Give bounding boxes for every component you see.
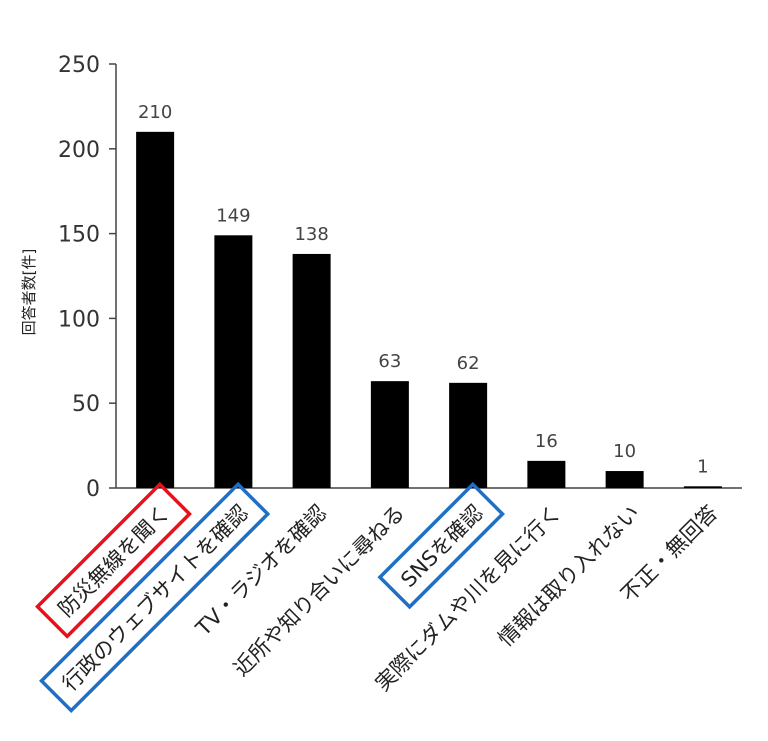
bar [527,460,566,488]
highlight-box [377,481,505,610]
data-label: 210 [138,102,172,123]
category-labels: 防災無線を聞く行政のウェブサイトを確認TV・ラジオを確認近所や知り合いに尋ねるS… [54,501,723,696]
highlight-box [39,481,271,714]
y-tick-label: 100 [58,307,100,332]
bar [605,471,644,488]
data-label: 16 [535,431,558,452]
bar [214,235,253,488]
data-label: 1 [697,456,708,477]
data-label: 138 [294,224,328,245]
bar [683,486,722,488]
y-tick-label: 0 [86,477,100,502]
bar [449,382,488,488]
highlight-boxes [35,481,505,714]
data-label: 10 [613,441,636,462]
bars [136,131,722,488]
y-axis-title: 回答者数[件] [20,249,38,336]
bar [292,253,331,488]
data-label: 63 [378,351,401,372]
y-tick-label: 50 [72,392,100,417]
y-tick-label: 250 [58,53,100,78]
y-tick-label: 200 [58,138,100,163]
category-label: 情報は取り入れない [494,501,645,652]
bar [136,131,175,488]
data-label: 62 [457,353,480,374]
bar [370,381,409,488]
highlight-box [35,481,192,639]
data-labels: 210 149 138 63 62 16 10 1 [138,102,709,477]
y-tick-label: 150 [58,223,100,248]
data-label: 149 [216,205,250,226]
